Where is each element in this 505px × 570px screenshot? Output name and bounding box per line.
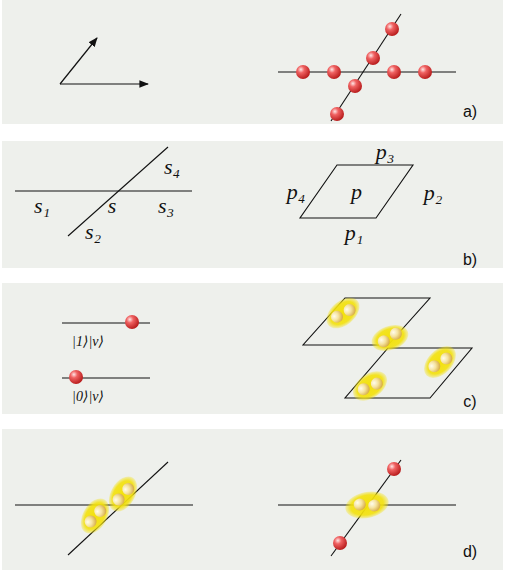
qubit-pair: [418, 340, 462, 384]
lattice-line: [331, 460, 401, 556]
site-label: s₃: [158, 194, 174, 218]
panel-ground: [2, 429, 503, 570]
panel-letter: c): [463, 393, 476, 411]
qubit: [385, 22, 399, 36]
plaquette-label: p₃: [376, 140, 395, 164]
qubit-pair: [343, 488, 391, 523]
qubit-pair: [368, 320, 412, 356]
lattice-line: [68, 462, 168, 555]
site-label: s₁: [34, 194, 50, 218]
qubit-pair: [321, 292, 366, 335]
qubit-pair: [348, 365, 393, 406]
qubit: [330, 107, 344, 121]
plaquette-outline: [303, 298, 430, 345]
panel-letter: a): [463, 103, 477, 121]
qubit: [387, 65, 401, 79]
state-label: |1⟩|v⟩: [72, 334, 104, 349]
panel-ground: [2, 141, 503, 268]
plaquette-label: p₂: [424, 181, 443, 205]
qubit: [327, 65, 341, 79]
plaquette-label: p₄: [287, 180, 306, 204]
qubit: [418, 65, 432, 79]
plaquette-outline: [300, 165, 413, 218]
qubit: [69, 370, 83, 384]
plaquette-label: p: [351, 179, 362, 205]
state-label: |0⟩|v⟩: [72, 389, 104, 404]
site-label: s: [108, 194, 117, 218]
basis-arrow: [60, 38, 97, 84]
basis-arrow: [60, 83, 148, 84]
qubit: [348, 79, 362, 93]
qubit: [296, 65, 310, 79]
qubit: [387, 462, 401, 476]
panel-ground: [2, 0, 503, 124]
panel-letter: d): [463, 543, 477, 561]
lattice-line: [331, 14, 401, 121]
site-label: s₄: [164, 155, 180, 179]
qubit: [366, 51, 380, 65]
qubit: [125, 315, 139, 329]
lattice-line: [15, 190, 192, 191]
qubit-pair: [103, 472, 143, 517]
qubit: [333, 536, 347, 550]
panel-letter: b): [463, 251, 477, 269]
panel-ground: [2, 283, 503, 414]
plaquette-label: p₁: [345, 221, 364, 245]
plaquette: p: [300, 165, 413, 218]
site-label: s₂: [85, 220, 101, 244]
lattice-line: [68, 147, 168, 236]
